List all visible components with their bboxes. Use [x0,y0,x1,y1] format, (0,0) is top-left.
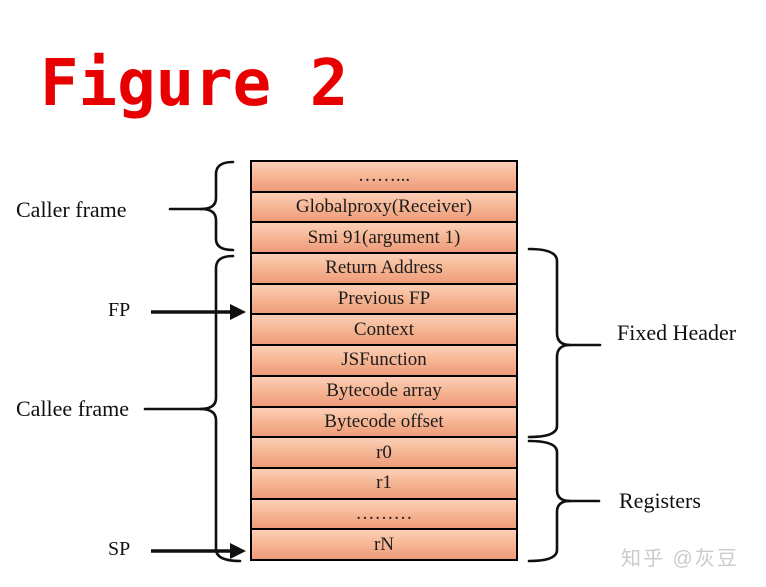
fp-label: FP [108,299,131,321]
registers-label: Registers [619,488,701,513]
stack-row-ellipsis-registers: ……… [252,499,516,531]
stack-row-bytecode-array: Bytecode array [252,376,516,408]
stack-row-globalproxy: Globalproxy(Receiver) [252,192,516,224]
stack-row-return-address: Return Address [252,254,516,285]
stack-row-ellipsis-top: ……... [252,162,516,193]
callee-frame-label: Callee frame [16,396,129,421]
fixed-header-label: Fixed Header [617,320,737,345]
zhihu-watermark: 知乎 @灰豆 [621,548,739,570]
caller-frame-brace [199,160,235,252]
stack-row-bytecode-offset: Bytecode offset [252,407,516,439]
fixed-header-brace [527,247,572,439]
sp-label: SP [108,538,131,560]
stack-row-rn: rN [252,530,516,559]
stack-row-previous-fp: Previous FP [252,284,516,316]
fp-arrow-head [230,304,246,320]
sp-arrow-head [230,543,246,559]
figure-title: Figure 2 [40,47,349,121]
stack-row-smi-argument: Smi 91(argument 1) [252,223,516,255]
caller-frame-label: Caller frame [16,197,127,222]
stack-row-r0: r0 [252,438,516,469]
stack-frame-table: ……... Globalproxy(Receiver) Smi 91(argum… [250,160,518,561]
registers-brace [527,439,572,563]
stack-row-r1: r1 [252,468,516,500]
stack-row-context: Context [252,315,516,347]
stack-row-jsfunction: JSFunction [252,346,516,377]
callee-frame-brace [198,254,242,563]
